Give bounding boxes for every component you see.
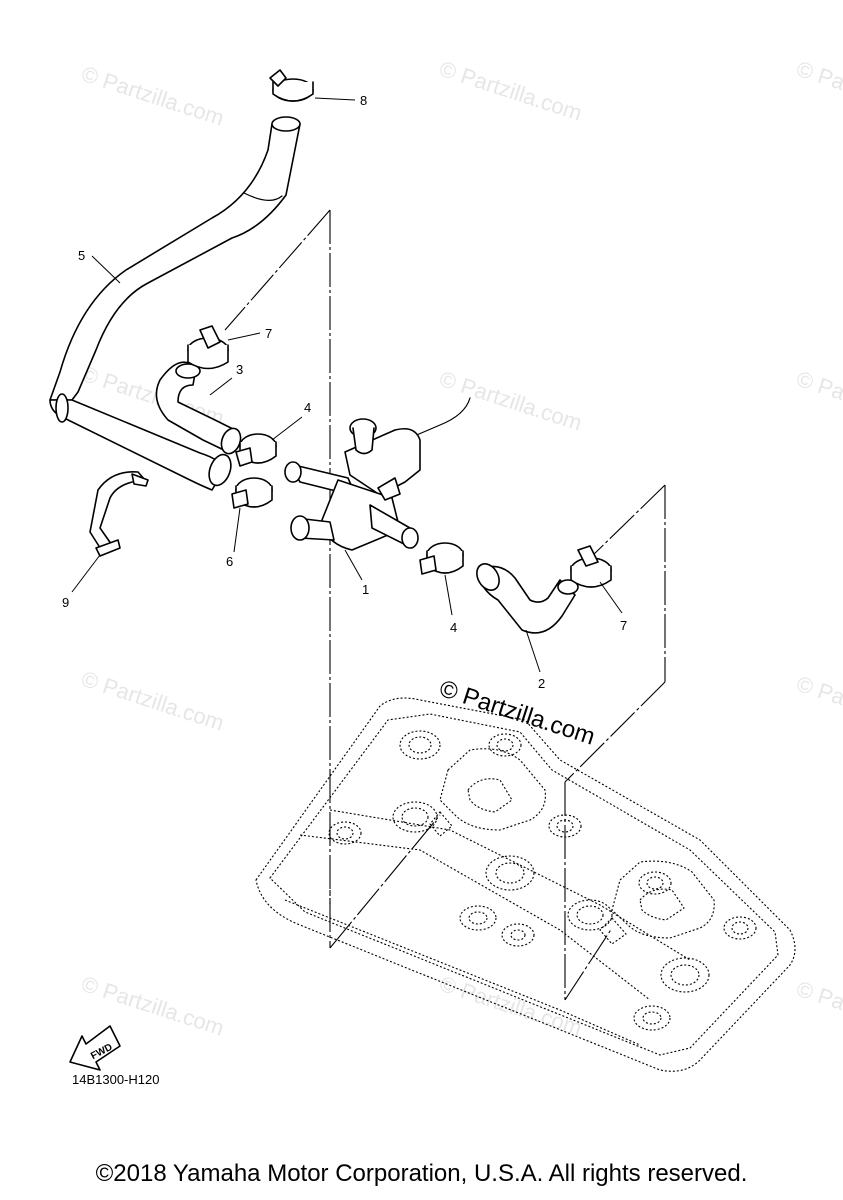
callout-6: 6 <box>226 554 233 569</box>
band-clip-9 <box>89 471 149 557</box>
watermark-main: © Partzilla.com <box>436 675 598 751</box>
callout-3: 3 <box>236 362 243 377</box>
hose-2 <box>476 563 579 634</box>
callout-4: 4 <box>450 620 457 635</box>
air-cut-valve-1 <box>284 397 471 551</box>
clamp-4-right <box>419 542 464 575</box>
callout-labels: 8 5 7 3 4 1 6 9 4 7 2 <box>62 93 627 691</box>
watermark: © Partzilla.com <box>78 61 227 131</box>
hose-3 <box>155 361 242 455</box>
watermark: © Partzilla.com <box>793 671 843 741</box>
callout-7: 7 <box>620 618 627 633</box>
watermark: © Partzilla.com <box>436 366 585 436</box>
clamp-7-right <box>570 545 612 588</box>
watermark: © Partzilla.com <box>793 56 843 126</box>
alignment-lines <box>224 209 666 1001</box>
callout-8: 8 <box>360 93 367 108</box>
watermark: © Partzilla.com <box>793 976 843 1046</box>
clamp-7-left <box>187 325 229 370</box>
watermark: © Partzilla.com <box>793 366 843 436</box>
callout-4: 4 <box>304 400 311 415</box>
watermark: © Partzilla.com <box>78 971 227 1041</box>
callout-1: 1 <box>362 582 369 597</box>
watermark: © Partzilla.com <box>78 666 227 736</box>
callout-9: 9 <box>62 595 69 610</box>
clamp-4-left <box>235 433 277 467</box>
leader-lines <box>71 97 623 673</box>
callout-2: 2 <box>538 676 545 691</box>
callout-7: 7 <box>265 326 272 341</box>
callout-5: 5 <box>78 248 85 263</box>
clamp-6 <box>231 477 273 509</box>
cylinder-head-cover <box>255 697 796 1072</box>
drawing-code: 14B1300-H120 <box>72 1072 160 1087</box>
watermark: © Partzilla.com <box>436 971 585 1041</box>
watermark: © Partzilla.com <box>436 56 585 126</box>
clamp-8 <box>269 69 314 102</box>
fwd-arrow-icon: FWD <box>69 1025 121 1071</box>
copyright-notice: ©2018 Yamaha Motor Corporation, U.S.A. A… <box>95 1160 748 1187</box>
hose-5 <box>49 116 301 491</box>
